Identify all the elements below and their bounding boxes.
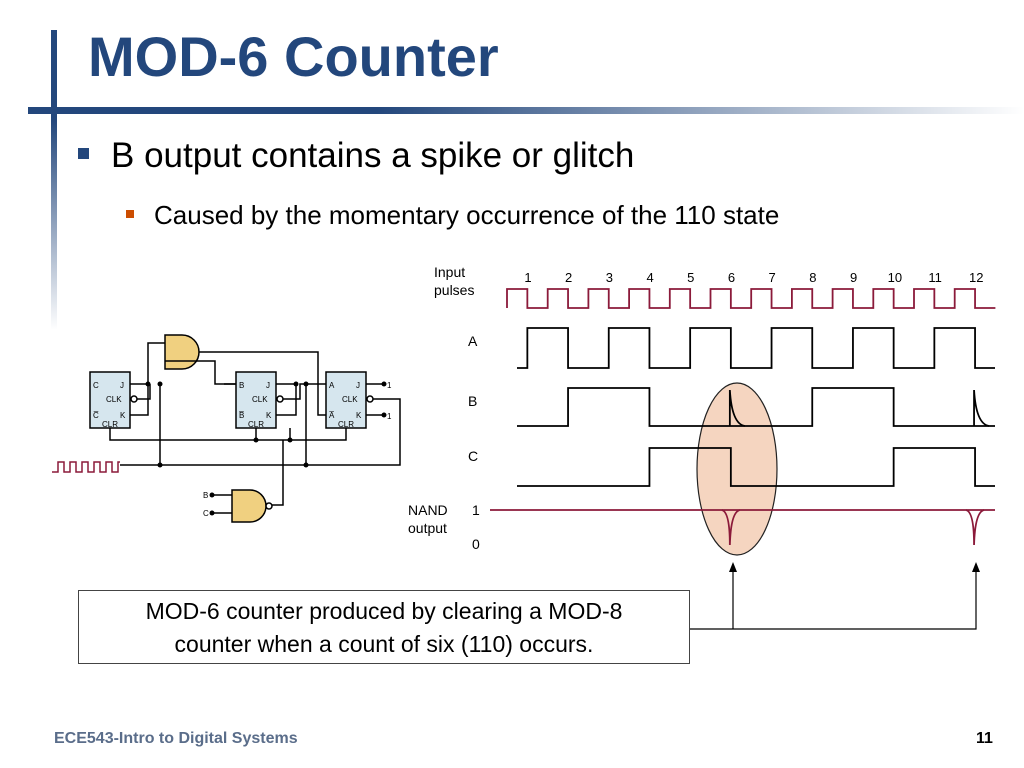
ff-a-clk: CLK: [342, 395, 358, 404]
nand-label-1: NAND: [408, 502, 448, 518]
j-high-label: 1: [387, 381, 392, 390]
page-number: 11: [976, 730, 993, 747]
k-high-label: 1: [387, 412, 392, 421]
ff-a-k: K: [356, 411, 362, 420]
level-1-label: 1: [472, 502, 480, 518]
ff-b-clk: CLK: [252, 395, 268, 404]
arrow-head-2: [972, 562, 980, 572]
accent-bars: [28, 30, 1024, 330]
glitch-highlight: [696, 382, 778, 556]
input-label-1: Input: [434, 264, 465, 280]
ff-a-clr: CLR: [338, 420, 354, 429]
pulse-number: 7: [769, 270, 776, 285]
nand-input-c: C: [203, 509, 209, 518]
bullet-level-2: Caused by the momentary occurrence of th…: [126, 200, 779, 231]
ff-c-j: J: [120, 381, 124, 390]
pulse-number: 12: [969, 270, 983, 285]
flip-flop-c: [89, 371, 131, 429]
footer-course: ECE543-Intro to Digital Systems: [54, 730, 298, 747]
horizontal-accent-bar: [28, 107, 1024, 114]
pulse-number: 1: [524, 270, 531, 285]
ff-b-j: J: [266, 381, 270, 390]
ff-b-qbar: B̅: [239, 411, 245, 420]
nand-label-2: output: [408, 520, 447, 536]
pulse-number: 8: [809, 270, 816, 285]
ff-b-k: K: [266, 411, 272, 420]
ff-c-clk: CLK: [106, 395, 122, 404]
flip-flop-b: [235, 371, 277, 429]
signal-b-label: B: [468, 393, 477, 409]
pulse-number: 4: [646, 270, 653, 285]
pulse-number: 6: [728, 270, 735, 285]
signal-a-label: A: [468, 333, 478, 349]
ff-c-q: C: [93, 381, 99, 390]
ff-c-clr: CLR: [102, 420, 118, 429]
signal-c-label: C: [468, 448, 478, 464]
waveform-c: [517, 447, 995, 487]
bullet-2-text: Caused by the momentary occurrence of th…: [154, 200, 780, 230]
figure-caption: MOD-6 counter produced by clearing a MOD…: [78, 590, 690, 664]
clock-waveform: [506, 288, 996, 309]
square-bullet-icon: [78, 148, 89, 160]
bullet-level-1: B output contains a spike or glitch: [78, 136, 634, 176]
nand-input-b: B: [203, 491, 208, 500]
bullet-1-text: B output contains a spike or glitch: [111, 136, 635, 175]
ff-b-q: B: [239, 381, 244, 390]
ff-c-k: K: [120, 411, 126, 420]
b-glitch-spike: [973, 389, 990, 427]
pulse-number: 2: [565, 270, 572, 285]
nand-gate: [231, 489, 267, 523]
waveform-b: [517, 387, 995, 427]
level-0-label: 0: [472, 536, 480, 552]
input-label-2: pulses: [434, 282, 474, 298]
nand-glitch: [721, 509, 741, 546]
caption-arrows: [690, 562, 980, 630]
arrow-head-1: [729, 562, 737, 572]
ff-c-qbar: C̅: [93, 411, 99, 420]
page-title: MOD-6 Counter: [88, 25, 499, 88]
waveform-a: [517, 327, 995, 369]
ff-a-qbar: A̅: [329, 411, 335, 420]
clock-input-wave: [52, 461, 120, 473]
nand-glitch: [965, 509, 985, 546]
pulse-number: 5: [687, 270, 694, 285]
pulse-number: 9: [850, 270, 857, 285]
vertical-accent-bar: [51, 30, 57, 330]
pulse-number: 3: [606, 270, 613, 285]
ff-a-j: J: [356, 381, 360, 390]
ff-a-q: A: [329, 381, 335, 390]
caption-line-1: MOD-6 counter produced by clearing a MOD…: [145, 598, 623, 624]
small-square-bullet-icon: [126, 210, 134, 219]
caption-line-2: counter when a count of six (110) occurs…: [174, 631, 594, 657]
pulse-number: 10: [888, 270, 902, 285]
ff-b-clr: CLR: [248, 420, 264, 429]
b-glitch-spike: [728, 389, 746, 427]
counter-circuit-diagram: C J CLK C̅ K CLR B J CLK B̅ K CLR A J CL…: [52, 334, 401, 523]
pulse-number: 11: [928, 270, 942, 285]
and-gate: [164, 334, 200, 370]
